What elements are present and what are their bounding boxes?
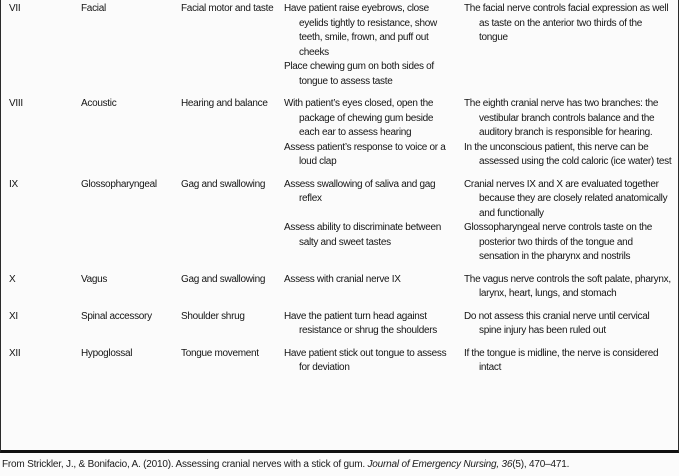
function-text: Facial motor and taste bbox=[181, 3, 274, 14]
notes-paragraph: Cranial nerves IX and X are evaluated to… bbox=[464, 178, 668, 219]
assessment-paragraph: With patient’s eyes closed, open the pac… bbox=[284, 98, 434, 138]
assessment-paragraph: Assess with cranial nerve IX bbox=[284, 273, 401, 285]
table-row: VII Facial Facial motor and taste Have pati… bbox=[9, 2, 677, 97]
notes-paragraph: The facial nerve controls facial express… bbox=[464, 3, 669, 43]
cell-nerve-name: Spinal accessory bbox=[81, 310, 152, 322]
cell-nerve-numeral: IX bbox=[9, 178, 18, 190]
function-text: Gag and swallowing bbox=[181, 178, 266, 190]
cell-assessment: With patient’s eyes closed, open the pac… bbox=[284, 97, 464, 178]
assessment-paragraph bbox=[284, 207, 452, 222]
function-text: Gag and swallowing bbox=[181, 273, 266, 285]
cell-nerve-function: Gag and swallowing bbox=[181, 178, 284, 273]
assessment-paragraph: Have patient stick out tongue to assess … bbox=[284, 347, 447, 374]
cell-notes: Do not assess this cranial nerve until c… bbox=[464, 310, 677, 347]
source-citation: From Strickler, J., & Bonifacio, A. (201… bbox=[0, 453, 679, 471]
cell-nerve-numeral: XI bbox=[9, 310, 18, 322]
table-row: XI Spinal accessory Shoulder shrug Have the… bbox=[9, 310, 677, 347]
assessment-paragraph: Assess swallowing of saliva and gag refl… bbox=[284, 178, 436, 205]
assessment-paragraph: Assess patient’s response to voice or a … bbox=[284, 141, 446, 168]
notes-paragraph: The eighth cranial nerve has two branche… bbox=[464, 98, 659, 138]
cell-nerve-function: Hearing and balance bbox=[181, 97, 284, 178]
citation-prefix: From Strickler, J., & Bonifacio, A. (201… bbox=[2, 459, 368, 470]
citation-journal-italic: Journal of Emergency Nursing, 36 bbox=[367, 459, 513, 470]
function-text: Shoulder shrug bbox=[181, 310, 245, 322]
assessment-paragraph: Place chewing gum on both sides of tongu… bbox=[284, 61, 434, 87]
cell-nerve-name: Vagus bbox=[81, 273, 108, 285]
cell-assessment: Assess swallowing of saliva and gag refl… bbox=[284, 178, 464, 273]
assessment-paragraph: Have patient raise eyebrows, close eyeli… bbox=[284, 3, 437, 58]
notes-paragraph: Do not assess this cranial nerve until c… bbox=[464, 310, 650, 337]
table-row: X Vagus Gag and swallowing Assess with cran… bbox=[9, 273, 677, 310]
cell-nerve-numeral: X bbox=[9, 273, 16, 285]
cell-notes: The vagus nerve controls the soft palate… bbox=[464, 273, 677, 310]
assessment-paragraph: Assess ability to discriminate between s… bbox=[284, 222, 442, 248]
cell-nerve-function: Tongue movement bbox=[181, 347, 284, 378]
cell-nerve-function: Gag and swallowing bbox=[181, 273, 284, 310]
cell-notes: Cranial nerves IX and X are evaluated to… bbox=[464, 178, 677, 273]
cell-notes: If the tongue is midline, the nerve is c… bbox=[464, 347, 677, 378]
cell-nerve-name: Glossopharyngeal bbox=[81, 178, 157, 190]
cell-nerve-numeral: XII bbox=[9, 347, 21, 359]
notes-paragraph: In the unconscious patient, this nerve c… bbox=[464, 141, 672, 168]
cell-assessment: Assess with cranial nerve IX bbox=[284, 273, 464, 310]
cell-assessment: Have the patient turn head against resis… bbox=[284, 310, 464, 347]
cell-nerve-numeral: VIII bbox=[9, 98, 23, 109]
cell-nerve-function: Facial motor and taste bbox=[181, 2, 284, 97]
cell-nerve-function: Shoulder shrug bbox=[181, 310, 284, 347]
cell-notes: The facial nerve controls facial express… bbox=[464, 2, 677, 97]
cell-notes: The eighth cranial nerve has two branche… bbox=[464, 97, 677, 178]
cell-assessment: Have patient stick out tongue to assess … bbox=[284, 347, 464, 378]
notes-paragraph: If the tongue is midline, the nerve is c… bbox=[464, 347, 659, 374]
notes-paragraph: Glossopharyngeal nerve controls taste on… bbox=[464, 222, 653, 262]
function-text: Hearing and balance bbox=[181, 98, 268, 109]
cell-nerve-name: Hypoglossal bbox=[81, 347, 133, 359]
assessment-paragraph: Have the patient turn head against resis… bbox=[284, 310, 437, 337]
table-row: XII Hypoglossal Tongue movement Have patien… bbox=[9, 347, 677, 378]
cell-nerve-name: Acoustic bbox=[81, 98, 117, 109]
citation-suffix: (5), 470–471. bbox=[512, 459, 570, 470]
table-row: VIII Acoustic Hearing and balance With pati… bbox=[9, 97, 677, 178]
notes-paragraph: The vagus nerve controls the soft palate… bbox=[464, 273, 671, 300]
function-text: Tongue movement bbox=[181, 347, 259, 359]
cell-assessment: Have patient raise eyebrows, close eyeli… bbox=[284, 2, 464, 97]
cell-nerve-name: Facial bbox=[81, 3, 106, 14]
cell-nerve-numeral: VII bbox=[9, 3, 21, 14]
